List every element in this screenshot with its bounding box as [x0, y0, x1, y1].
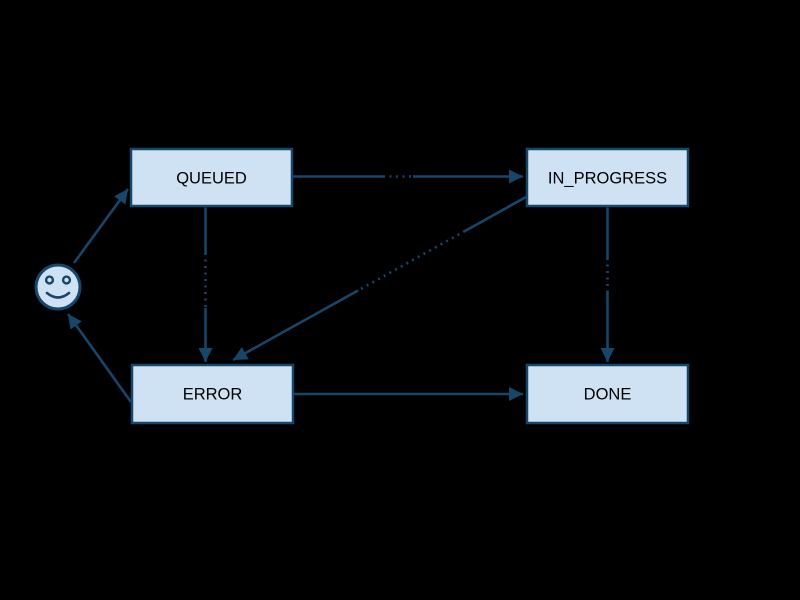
state-node-error: ERROR	[130, 363, 295, 425]
smiley-right-eye-icon	[61, 275, 72, 285]
state-label-error: ERROR	[183, 386, 243, 404]
start-state-node	[34, 263, 82, 311]
edge-in-progress-to-error	[232, 195, 527, 362]
edge-label-occlusion	[357, 229, 466, 292]
edge-start-to-queued	[72, 188, 130, 264]
smiley-mouth-icon	[45, 291, 71, 299]
state-node-done: DONE	[525, 363, 690, 425]
smiley-face-icon	[34, 263, 82, 311]
state-node-queued: QUEUED	[129, 147, 294, 208]
state-node-in-progress: IN_PROGRESS	[525, 147, 690, 208]
edge-error-to-start	[66, 313, 133, 403]
state-label-in-progress: IN_PROGRESS	[548, 170, 667, 188]
state-label-queued: QUEUED	[176, 170, 247, 188]
state-label-done: DONE	[584, 386, 632, 404]
smiley-left-eye-icon	[44, 275, 55, 285]
